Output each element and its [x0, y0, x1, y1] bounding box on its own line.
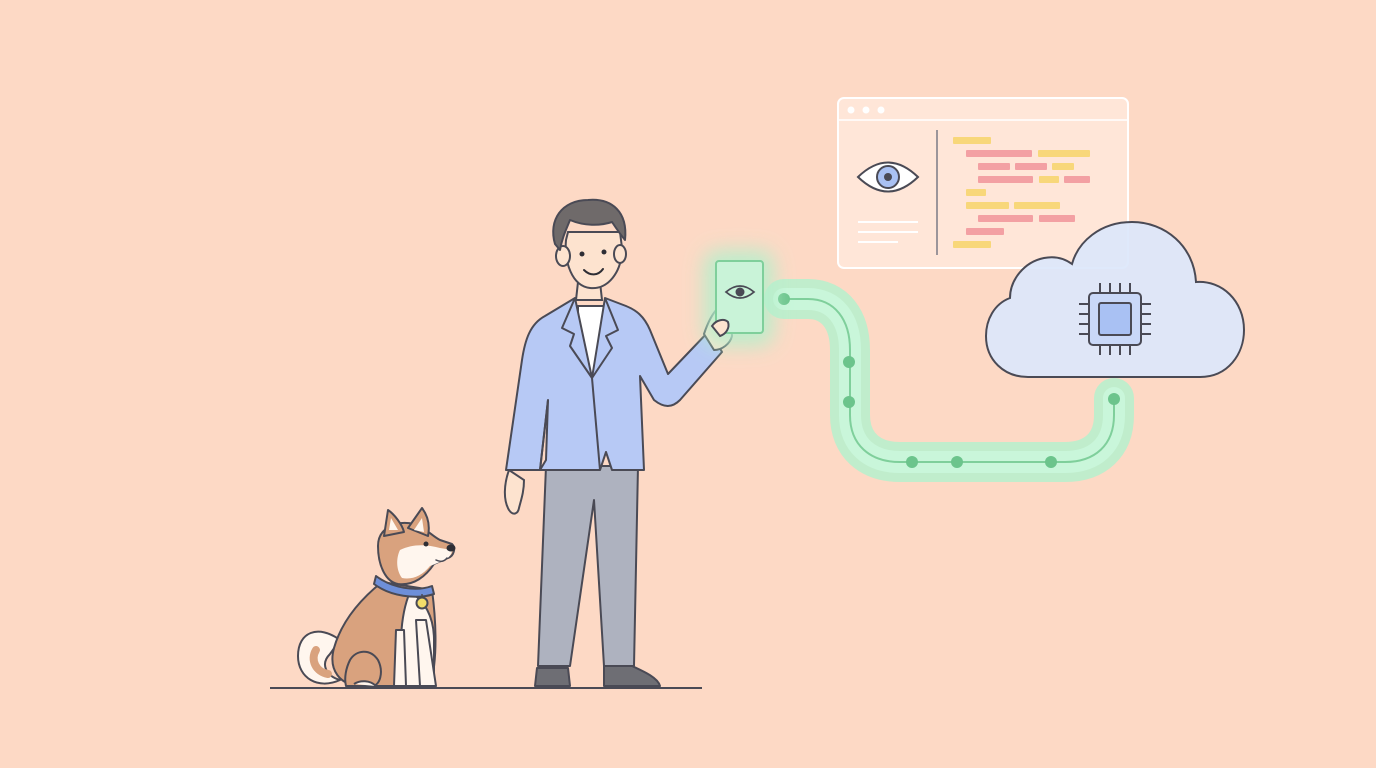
pipeline-node	[778, 293, 790, 305]
person	[503, 198, 733, 687]
dog-tag	[415, 596, 429, 610]
pipeline-node	[843, 396, 855, 408]
dog-collar	[373, 575, 435, 598]
code-lines	[953, 137, 1090, 248]
left-hand	[503, 468, 526, 515]
pipeline-node	[843, 356, 855, 368]
eye-icon	[856, 161, 920, 193]
window-dot-2	[862, 106, 870, 114]
phone	[704, 250, 774, 346]
cpu-chip-icon	[1079, 283, 1151, 355]
dog	[297, 507, 456, 687]
pipeline-node	[1045, 456, 1057, 468]
pipeline-node	[951, 456, 963, 468]
hair	[552, 198, 627, 251]
code-window	[837, 97, 1129, 269]
eye-icon	[724, 285, 756, 299]
jacket	[505, 297, 723, 471]
pipeline-node	[906, 456, 918, 468]
window-dot-1	[847, 106, 855, 114]
window-dot-3	[877, 106, 885, 114]
data-pipeline	[764, 279, 1134, 482]
cloud	[984, 220, 1246, 378]
pipeline-node	[1108, 393, 1120, 405]
left-shoe	[534, 667, 571, 687]
dog-tail	[297, 630, 341, 685]
pants	[537, 465, 639, 667]
